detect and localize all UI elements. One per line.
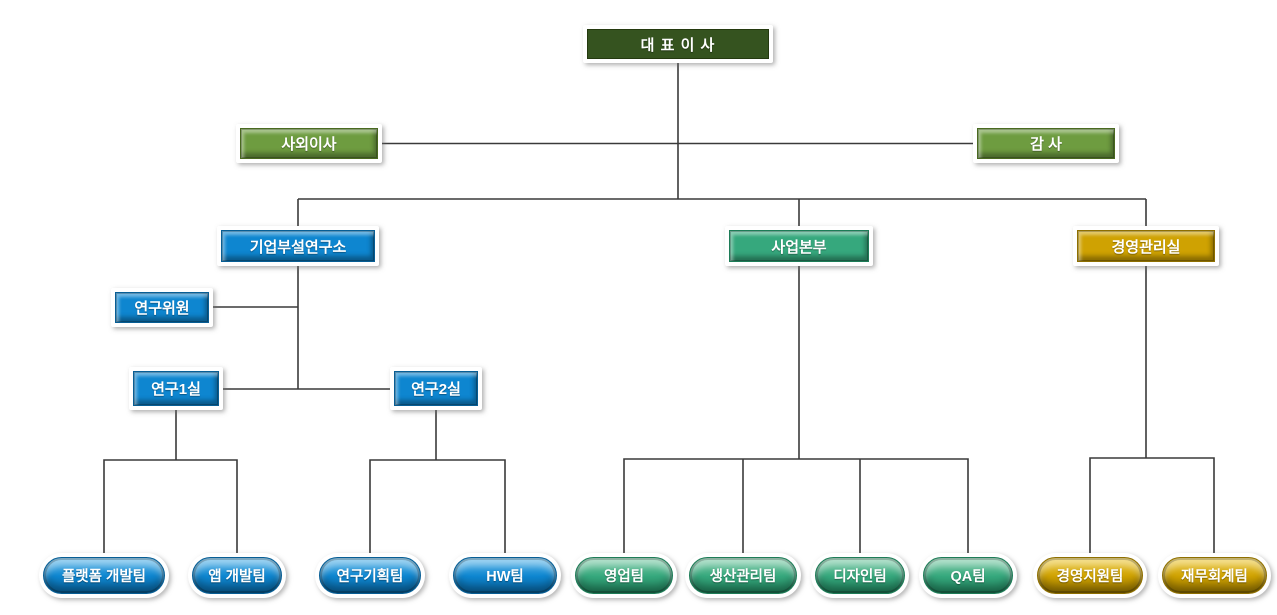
node-design-team-label: 디자인팀 (815, 557, 905, 594)
node-research-lab2-label: 연구2실 (394, 371, 478, 406)
node-auditor: 감 사 (973, 124, 1119, 163)
node-sales-team-label: 영업팀 (575, 557, 673, 594)
node-qa-team-label: QA팀 (923, 557, 1013, 594)
node-hw-team: HW팀 (449, 553, 561, 598)
node-mgmt-support-team-label: 경영지원팀 (1037, 557, 1143, 594)
node-management-office-label: 경영관리실 (1077, 230, 1215, 262)
node-research-institute-label: 기업부설연구소 (221, 230, 375, 262)
node-outside-director-label: 사외이사 (240, 128, 378, 159)
node-research-lab2: 연구2실 (390, 367, 482, 410)
node-design-team: 디자인팀 (811, 553, 909, 598)
node-finance-accounting-team-label: 재무회계팀 (1162, 557, 1267, 594)
node-research-planning-team: 연구기획팀 (315, 553, 425, 598)
node-production-mgmt-team: 생산관리팀 (685, 553, 801, 598)
node-platform-dev-team: 플랫폼 개발팀 (39, 553, 169, 598)
node-platform-dev-team-label: 플랫폼 개발팀 (43, 557, 165, 594)
node-business-division: 사업본부 (725, 226, 873, 266)
node-ceo: 대 표 이 사 (583, 25, 773, 63)
node-research-fellow: 연구위원 (111, 288, 213, 327)
node-outside-director: 사외이사 (236, 124, 382, 163)
node-research-institute: 기업부설연구소 (217, 226, 379, 266)
node-ceo-label: 대 표 이 사 (587, 29, 769, 59)
node-finance-accounting-team: 재무회계팀 (1158, 553, 1271, 598)
node-qa-team: QA팀 (919, 553, 1017, 598)
node-management-office: 경영관리실 (1073, 226, 1219, 266)
node-app-dev-team: 앱 개발팀 (188, 553, 286, 598)
node-production-mgmt-team-label: 생산관리팀 (689, 557, 797, 594)
node-research-lab1-label: 연구1실 (133, 371, 219, 406)
node-research-planning-team-label: 연구기획팀 (319, 557, 421, 594)
node-auditor-label: 감 사 (977, 128, 1115, 159)
node-sales-team: 영업팀 (571, 553, 677, 598)
node-hw-team-label: HW팀 (453, 557, 557, 594)
node-research-lab1: 연구1실 (129, 367, 223, 410)
node-research-fellow-label: 연구위원 (115, 292, 209, 323)
node-app-dev-team-label: 앱 개발팀 (192, 557, 282, 594)
node-business-division-label: 사업본부 (729, 230, 869, 262)
node-mgmt-support-team: 경영지원팀 (1033, 553, 1147, 598)
